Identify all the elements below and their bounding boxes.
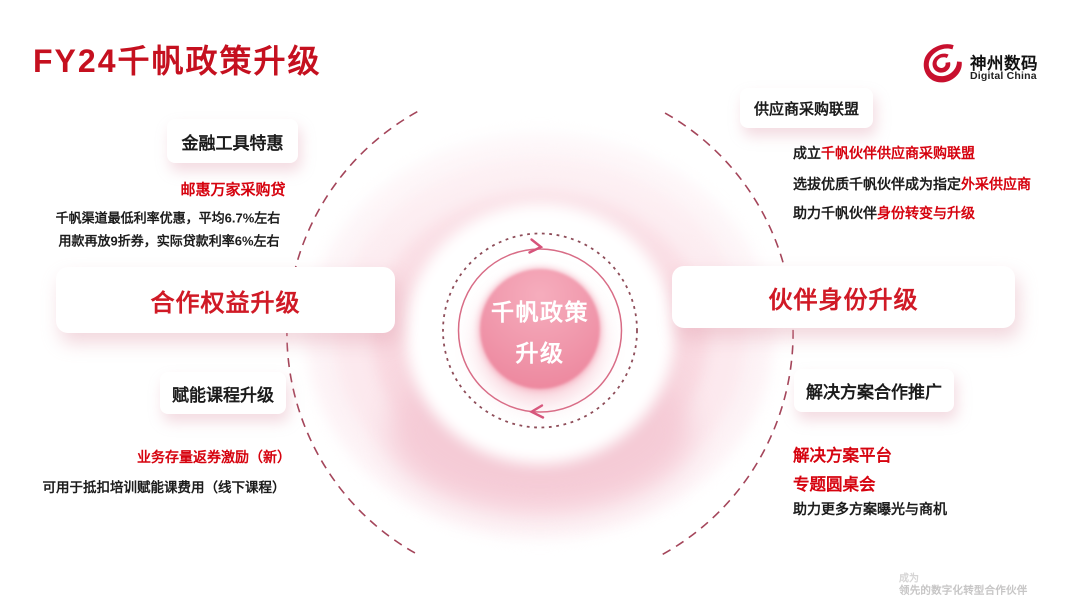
digital-china-logo: 神州数码 Digital China xyxy=(918,39,1048,89)
center-title-line2: 升级 xyxy=(515,340,565,366)
right-bottom-highlight1: 解决方案平台 xyxy=(793,447,892,465)
clockwise-arrow-bottom-icon xyxy=(529,404,545,419)
center-circle: 千帆政策 升级 xyxy=(480,269,600,389)
footer-watermark-line1: 成为 xyxy=(899,573,919,585)
center-title-line1: 千帆政策 xyxy=(491,299,589,325)
footer-watermark-line2: 领先的数字化转型合作伙伴 xyxy=(899,584,1028,597)
clockwise-arrow-top-icon xyxy=(528,238,544,254)
dotted-circle xyxy=(442,232,638,429)
page-title: FY24千帆政策升级 xyxy=(33,43,322,79)
logo-text-cn: 神州数码 xyxy=(970,55,1038,73)
logo-text-en: Digital China xyxy=(970,70,1037,82)
right-top-line3-red: 身份转变与升级 xyxy=(877,205,975,221)
left-bottom-highlight: 业务存量返券激励（新） xyxy=(137,449,291,465)
outer-dashed-circle xyxy=(286,111,794,555)
right-top-line2: 选拔优质千帆伙伴成为指定外采供应商 xyxy=(793,174,1031,194)
right-bottom-line1: 助力更多方案曝光与商机 xyxy=(793,501,947,517)
left-top-line1: 千帆渠道最低利率优惠，平均6.7%左右 xyxy=(55,210,281,226)
right-top-line1-black: 成立 xyxy=(793,145,821,161)
right-top-line1: 成立千帆伙伴供应商采购联盟 xyxy=(793,143,975,163)
card-supplier-alliance: 供应商采购联盟 xyxy=(740,88,873,128)
card-partner-identity: 伙伴身份升级 xyxy=(672,266,1015,328)
card-enablement-course: 赋能课程升级 xyxy=(160,372,286,414)
card-solution-promotion: 解决方案合作推广 xyxy=(794,369,954,412)
card-finance-tools: 金融工具特惠 xyxy=(167,119,298,163)
right-top-line1-red: 千帆伙伴供应商采购联盟 xyxy=(821,145,975,161)
cycle-circle xyxy=(457,248,623,413)
left-bottom-line1: 可用于抵扣培训赋能课费用（线下课程） xyxy=(42,480,286,495)
left-top-highlight: 邮惠万家采购贷 xyxy=(180,181,286,199)
right-top-line2-black: 选拔优质千帆伙伴成为指定 xyxy=(793,176,961,192)
swirl-logo-icon xyxy=(923,44,962,83)
card-cooperation-rights: 合作权益升级 xyxy=(56,267,395,333)
right-top-line2-red: 外采供应商 xyxy=(961,176,1031,192)
right-bottom-highlight2: 专题圆桌会 xyxy=(793,476,876,494)
right-top-line3-black: 助力千帆伙伴 xyxy=(793,205,877,221)
left-top-line2: 用款再放9折券，实际贷款利率6%左右 xyxy=(58,233,280,249)
right-top-line3: 助力千帆伙伴身份转变与升级 xyxy=(793,203,975,223)
